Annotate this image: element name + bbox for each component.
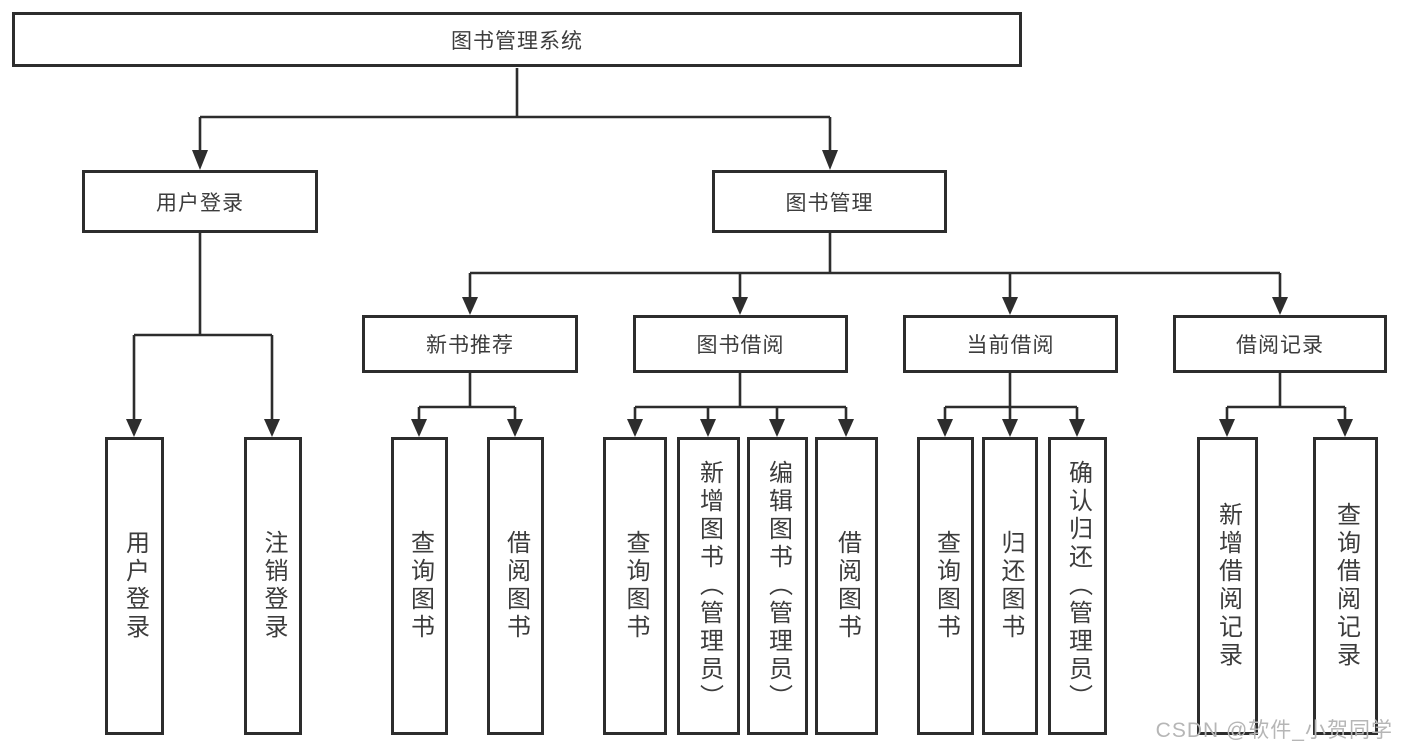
leaf-add-borrow-record: 新增借阅记录	[1197, 437, 1258, 735]
leaf-query-borrow-record-label: 查询借阅记录	[1332, 502, 1360, 670]
node-borrow-records: 借阅记录	[1173, 315, 1387, 373]
leaf-edit-books-admin: 编辑图书（管理员）	[747, 437, 808, 735]
leaf-add-books-admin: 新增图书（管理员）	[677, 437, 740, 735]
leaf-query-books-borrow: 查询图书	[603, 437, 667, 735]
node-new-book-recommend-label: 新书推荐	[426, 334, 514, 357]
leaf-borrow-books-recommend: 借阅图书	[487, 437, 544, 735]
node-root-label: 图书管理系统	[451, 29, 583, 53]
node-user-login-label: 用户登录	[156, 191, 244, 215]
leaf-add-borrow-record-label: 新增借阅记录	[1214, 502, 1242, 670]
leaf-query-borrow-record: 查询借阅记录	[1313, 437, 1378, 735]
leaf-query-books-borrow-label: 查询图书	[622, 530, 649, 642]
node-root: 图书管理系统	[12, 12, 1022, 67]
node-book-management: 图书管理	[712, 170, 947, 233]
leaf-query-books-current: 查询图书	[917, 437, 974, 735]
leaf-add-books-admin-label: 新增图书（管理员）	[695, 460, 723, 712]
node-current-borrow: 当前借阅	[903, 315, 1118, 373]
leaf-borrow-books-label: 借阅图书	[833, 530, 861, 642]
leaf-logout: 注销登录	[244, 437, 302, 735]
node-new-book-recommend: 新书推荐	[362, 315, 578, 373]
leaf-return-books: 归还图书	[982, 437, 1038, 735]
leaf-logout-label: 注销登录	[260, 530, 287, 642]
watermark: CSDN @软件_小贺同学	[1155, 719, 1393, 742]
leaf-query-books-recommend-label: 查询图书	[406, 530, 434, 642]
leaf-return-books-label: 归还图书	[997, 530, 1024, 642]
leaf-user-login: 用户登录	[105, 437, 164, 735]
leaf-borrow-books: 借阅图书	[815, 437, 878, 735]
node-current-borrow-label: 当前借阅	[966, 334, 1055, 357]
leaf-query-books-recommend: 查询图书	[391, 437, 448, 735]
leaf-confirm-return-admin-label: 确认归还（管理员）	[1064, 460, 1092, 712]
leaf-confirm-return-admin: 确认归还（管理员）	[1048, 437, 1107, 735]
node-borrow-records-label: 借阅记录	[1236, 334, 1324, 357]
leaf-user-login-label: 用户登录	[121, 530, 149, 642]
leaf-borrow-books-recommend-label: 借阅图书	[502, 530, 530, 642]
node-user-login: 用户登录	[82, 170, 318, 233]
leaf-query-books-current-label: 查询图书	[932, 530, 960, 642]
node-book-management-label: 图书管理	[785, 191, 874, 215]
node-book-borrow-label: 图书借阅	[696, 334, 785, 357]
leaf-edit-books-admin-label: 编辑图书（管理员）	[764, 460, 792, 712]
node-book-borrow: 图书借阅	[633, 315, 848, 373]
